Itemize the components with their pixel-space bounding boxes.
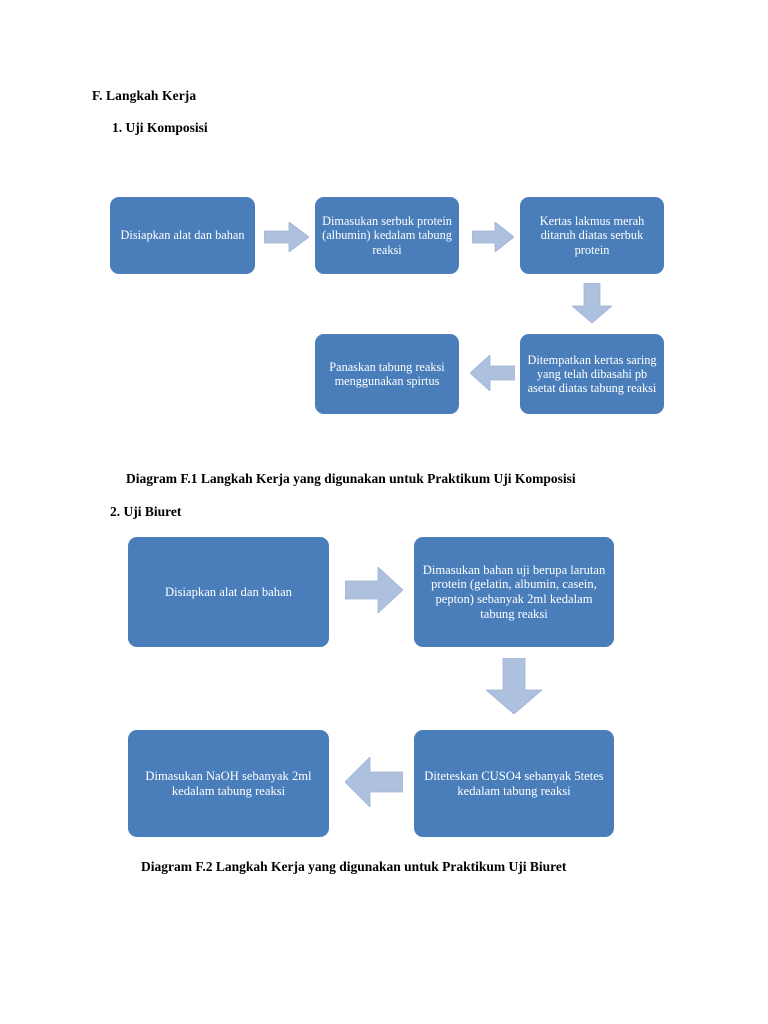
flow-box: Diteteskan CUSO4 sebanyak 5tetes kedalam… (414, 730, 614, 837)
arrow-right-icon (264, 222, 309, 252)
flow-box-label: Dimasukan NaOH sebanyak 2ml kedalam tabu… (145, 768, 312, 798)
flow-box: Panaskan tabung reaksi menggunakan spirt… (315, 334, 459, 414)
subsection-heading-uji-komposisi: 1. Uji Komposisi (112, 120, 208, 135)
arrow-left-icon (345, 757, 403, 807)
section-heading: F. Langkah Kerja (92, 88, 197, 103)
flow-box: Dimasukan serbuk protein (albumin) kedal… (315, 197, 459, 274)
flow-box-label: Dimasukan bahan uji berupa larutan prote… (422, 562, 606, 621)
flow-box-label: Ditempatkan kertas saring yang telah dib… (527, 352, 657, 396)
flow-box-label: Panaskan tabung reaksi menggunakan spirt… (329, 359, 445, 388)
flow-box-label: Disiapkan alat dan bahan (120, 228, 245, 243)
flow-box: Disiapkan alat dan bahan (128, 537, 329, 647)
flow-box-label: Kertas lakmus merah ditaruh diatas serbu… (539, 214, 645, 257)
arrow-down-icon (486, 658, 542, 714)
subsection-heading-uji-biuret: 2. Uji Biuret (110, 504, 182, 519)
flow-box: Dimasukan bahan uji berupa larutan prote… (414, 537, 614, 647)
arrow-right-icon (345, 567, 403, 613)
flow-box-label: Disiapkan alat dan bahan (165, 584, 292, 599)
flow-box: Kertas lakmus merah ditaruh diatas serbu… (520, 197, 664, 274)
arrow-right-icon (472, 222, 514, 252)
flow-box-label: Dimasukan serbuk protein (albumin) kedal… (322, 214, 452, 257)
flow-box: Ditempatkan kertas saring yang telah dib… (520, 334, 664, 414)
arrow-down-icon (572, 283, 612, 323)
diagram-caption: Diagram F.2 Langkah Kerja yang digunakan… (141, 859, 567, 874)
flow-box-label: Diteteskan CUSO4 sebanyak 5tetes kedalam… (424, 768, 604, 798)
diagram-caption: Diagram F.1 Langkah Kerja yang digunakan… (126, 471, 576, 486)
flow-box: Dimasukan NaOH sebanyak 2ml kedalam tabu… (128, 730, 329, 837)
flow-box: Disiapkan alat dan bahan (110, 197, 255, 274)
arrow-left-icon (470, 355, 515, 391)
